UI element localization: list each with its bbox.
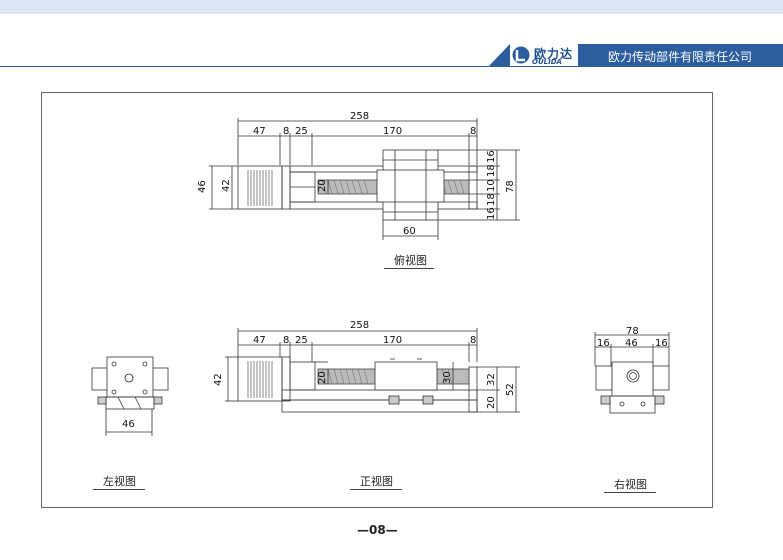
logo-english-name: OULIDA [532, 58, 562, 66]
top-dim-overall: 258 [350, 111, 369, 122]
front-dim-170: 170 [383, 335, 402, 346]
top-dim-47: 47 [253, 126, 266, 137]
front-dim-30: 30 [442, 371, 453, 384]
front-dim-20: 20 [317, 371, 328, 384]
top-dim-42: 42 [221, 179, 232, 192]
caption-left-underline [93, 489, 145, 490]
right-dim-78: 78 [626, 326, 639, 337]
caption-right-view: 右视图 [614, 478, 647, 491]
top-dim-25: 25 [295, 126, 308, 137]
front-dim-8b: 8 [470, 335, 476, 346]
top-dim-170: 170 [383, 126, 402, 137]
caption-front-view: 正视图 [360, 475, 393, 488]
front-dim-52: 52 [505, 383, 516, 396]
page-number: —08— [357, 523, 398, 537]
front-dim-42: 42 [213, 373, 224, 386]
caption-front-underline [350, 489, 402, 490]
top-dim-8b: 8 [470, 126, 476, 137]
logo-chinese-name: 欧力达 [534, 47, 574, 61]
front-dim-47: 47 [253, 335, 266, 346]
top-band [0, 0, 783, 14]
right-dim-16b: 16 [655, 338, 668, 349]
right-dim-46: 46 [625, 338, 638, 349]
top-view [209, 118, 520, 240]
top-dim-46: 46 [197, 180, 208, 193]
left-dim-46: 46 [122, 419, 135, 430]
front-view [225, 328, 520, 413]
top-dim-r18b: 18 [486, 193, 497, 206]
front-dim-32: 32 [486, 373, 497, 386]
oulida-logo [488, 44, 530, 67]
drawing-frame [41, 92, 713, 508]
top-dim-78: 78 [505, 180, 516, 193]
top-dim-20: 20 [317, 179, 328, 192]
company-name: 欧力传动部件有限责任公司 [608, 50, 753, 64]
right-dim-16a: 16 [597, 338, 610, 349]
caption-left-view: 左视图 [103, 475, 136, 488]
right-view [594, 332, 670, 414]
left-view [91, 356, 169, 436]
top-dim-r10: 10 [486, 179, 497, 192]
caption-top-underline [384, 268, 434, 269]
top-dim-r18a: 18 [486, 164, 497, 177]
header-rule [0, 66, 783, 67]
top-dim-60: 60 [403, 226, 416, 237]
caption-top-view: 俯视图 [394, 254, 427, 267]
company-bar [578, 44, 783, 67]
front-dim-overall: 258 [350, 320, 369, 331]
top-dim-r16b: 16 [486, 207, 497, 220]
front-dim-8a: 8 [283, 335, 289, 346]
front-dim-r20: 20 [486, 396, 497, 409]
top-dim-r16a: 16 [486, 150, 497, 163]
top-dim-8a: 8 [283, 126, 289, 137]
front-dim-25: 25 [295, 335, 308, 346]
caption-right-underline [604, 492, 656, 493]
